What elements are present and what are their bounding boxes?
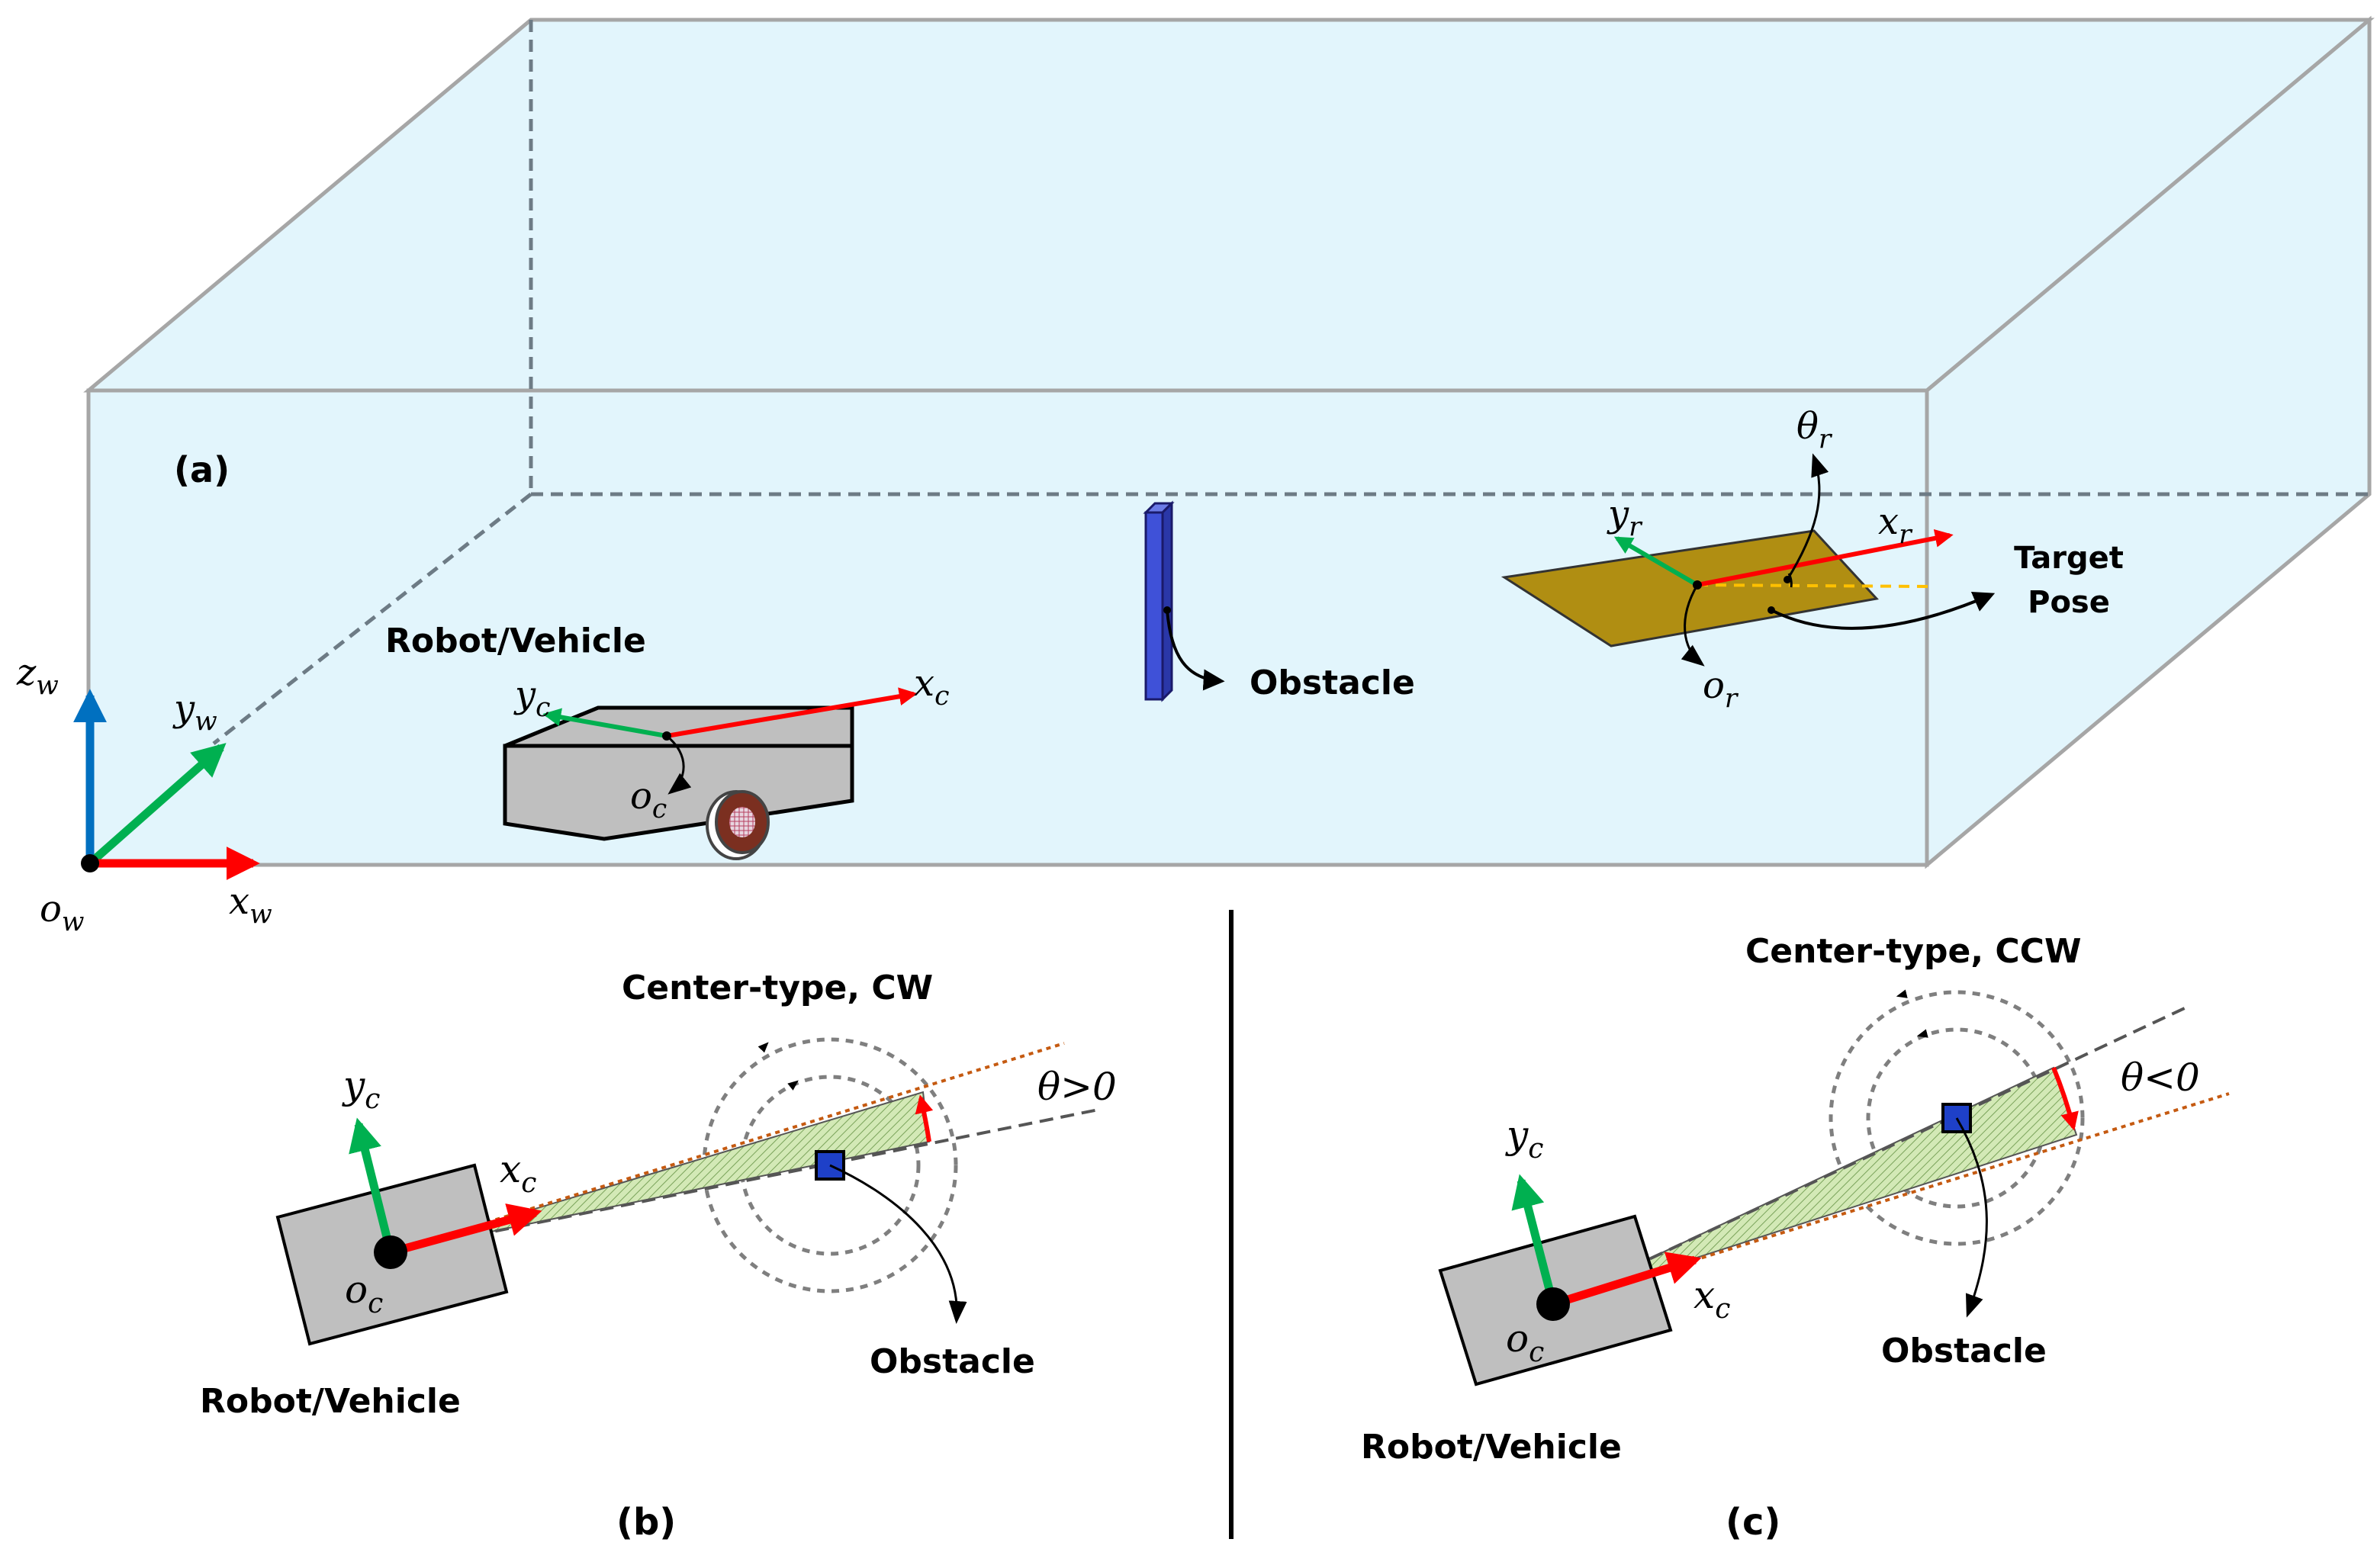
- theta-pointer: [1786, 453, 1829, 580]
- world-y-label: yw: [172, 687, 217, 737]
- robot-c-origin-dot: [1536, 1287, 1570, 1321]
- target-origin-label: or: [1703, 664, 1739, 714]
- panel-b-mode-label: Center-type, CW: [622, 969, 933, 1007]
- angle-label-c: θ<0: [2121, 1056, 2200, 1100]
- world-frame: zw yw ow xw: [16, 651, 272, 937]
- robot-wheel: [706, 790, 770, 860]
- robot-3d-origin-label: oc: [630, 775, 667, 824]
- orbit-arrow-outer-b: [757, 1042, 769, 1053]
- panel-a-tag: (a): [174, 449, 230, 490]
- world-y-axis: [87, 743, 227, 867]
- robot-3d-y-axis: [542, 708, 667, 738]
- angle-arc-c: [2051, 1066, 2079, 1131]
- robot-c-x-axis: [1552, 1252, 1702, 1309]
- robot-c-origin-label: oc: [1506, 1316, 1544, 1368]
- world-origin-dot: [81, 854, 99, 872]
- world-origin-label: ow: [40, 888, 84, 937]
- panel-c: Center-type, CCW Obstacle θ<0 yc xc oc R…: [1361, 932, 2230, 1544]
- obstacle-pillar: Obstacle: [1143, 500, 1415, 702]
- obstacle-3d-label: Obstacle: [1250, 664, 1415, 702]
- robot-c-y-label: yc: [1505, 1113, 1543, 1165]
- panel-b-tag: (b): [616, 1501, 676, 1544]
- robot-3d-y-label: yc: [513, 673, 550, 723]
- obstacle-line-c: [1552, 1005, 2189, 1306]
- hidden-edges: [212, 20, 2369, 745]
- world-z-label: zw: [16, 651, 59, 701]
- target-pose-label-1: Target: [2014, 541, 2124, 576]
- robot-b-x-axis: [389, 1203, 542, 1257]
- robot-c-x-label: xc: [1693, 1273, 1730, 1325]
- panel-b: Center-type, CW Obstacle θ>0 yc xc oc Ro…: [200, 969, 1117, 1544]
- target-pose-pointer: [1771, 591, 1996, 630]
- robot-b-origin-label: oc: [345, 1268, 383, 1319]
- obstacle-label-b: Obstacle: [870, 1342, 1035, 1381]
- target-y-axis: [1613, 536, 1699, 587]
- obstacle-pointer-b: [829, 1164, 967, 1324]
- robot-b-x-label: xc: [500, 1147, 536, 1199]
- target-pad: [1501, 529, 1879, 647]
- robot-c: yc xc oc Robot/Vehicle: [1361, 1113, 1730, 1467]
- target-x-label: xr: [1878, 500, 1913, 550]
- angle-arc-b: [915, 1094, 934, 1142]
- target-reference-dash: [1697, 583, 1931, 588]
- target-origin-pointer: [1681, 584, 1705, 667]
- robot-b-origin-dot: [374, 1235, 407, 1269]
- robot-3d: Robot/Vehicle xc yc oc: [385, 622, 949, 860]
- robot-3d-x-label: xc: [914, 662, 949, 712]
- orbit-arrow-outer-c: [1896, 989, 1908, 998]
- panel-a: (a) zw yw ow xw Robot/Vehicle: [16, 15, 2375, 937]
- robot-c-label: Robot/Vehicle: [1361, 1428, 1622, 1467]
- robot-3d-label: Robot/Vehicle: [385, 622, 646, 660]
- target-pose-label-2: Pose: [2028, 585, 2110, 620]
- angle-label-b: θ>0: [1037, 1065, 1117, 1109]
- panel-c-tag: (c): [1726, 1501, 1780, 1544]
- robot-3d-x-axis: [666, 687, 918, 738]
- robot-b: yc xc oc Robot/Vehicle: [200, 1063, 542, 1421]
- target-theta-label: θr: [1796, 405, 1833, 455]
- target-x-axis: [1697, 529, 1954, 587]
- target-pose: θr xr yr or Target Pose: [1501, 405, 2124, 714]
- obstacle-pointer-c: [1955, 1117, 1988, 1318]
- robot-origin-pointer: [666, 734, 692, 795]
- robot-b-label: Robot/Vehicle: [200, 1382, 461, 1421]
- robot-c-y-axis: [1511, 1174, 1558, 1306]
- robot-b-y-label: yc: [342, 1063, 380, 1115]
- world-x-label: xw: [229, 880, 272, 930]
- room-box: [83, 15, 2375, 869]
- panel-c-mode-label: Center-type, CCW: [1745, 932, 2082, 971]
- heading-dash-b: [390, 1042, 1065, 1254]
- heading-dash-c: [1552, 1092, 2230, 1306]
- obstacle-pointer: [1166, 609, 1225, 691]
- robot-b-y-axis: [349, 1117, 395, 1254]
- obstacle-label-c: Obstacle: [1881, 1332, 2047, 1370]
- target-y-label: yr: [1607, 493, 1643, 542]
